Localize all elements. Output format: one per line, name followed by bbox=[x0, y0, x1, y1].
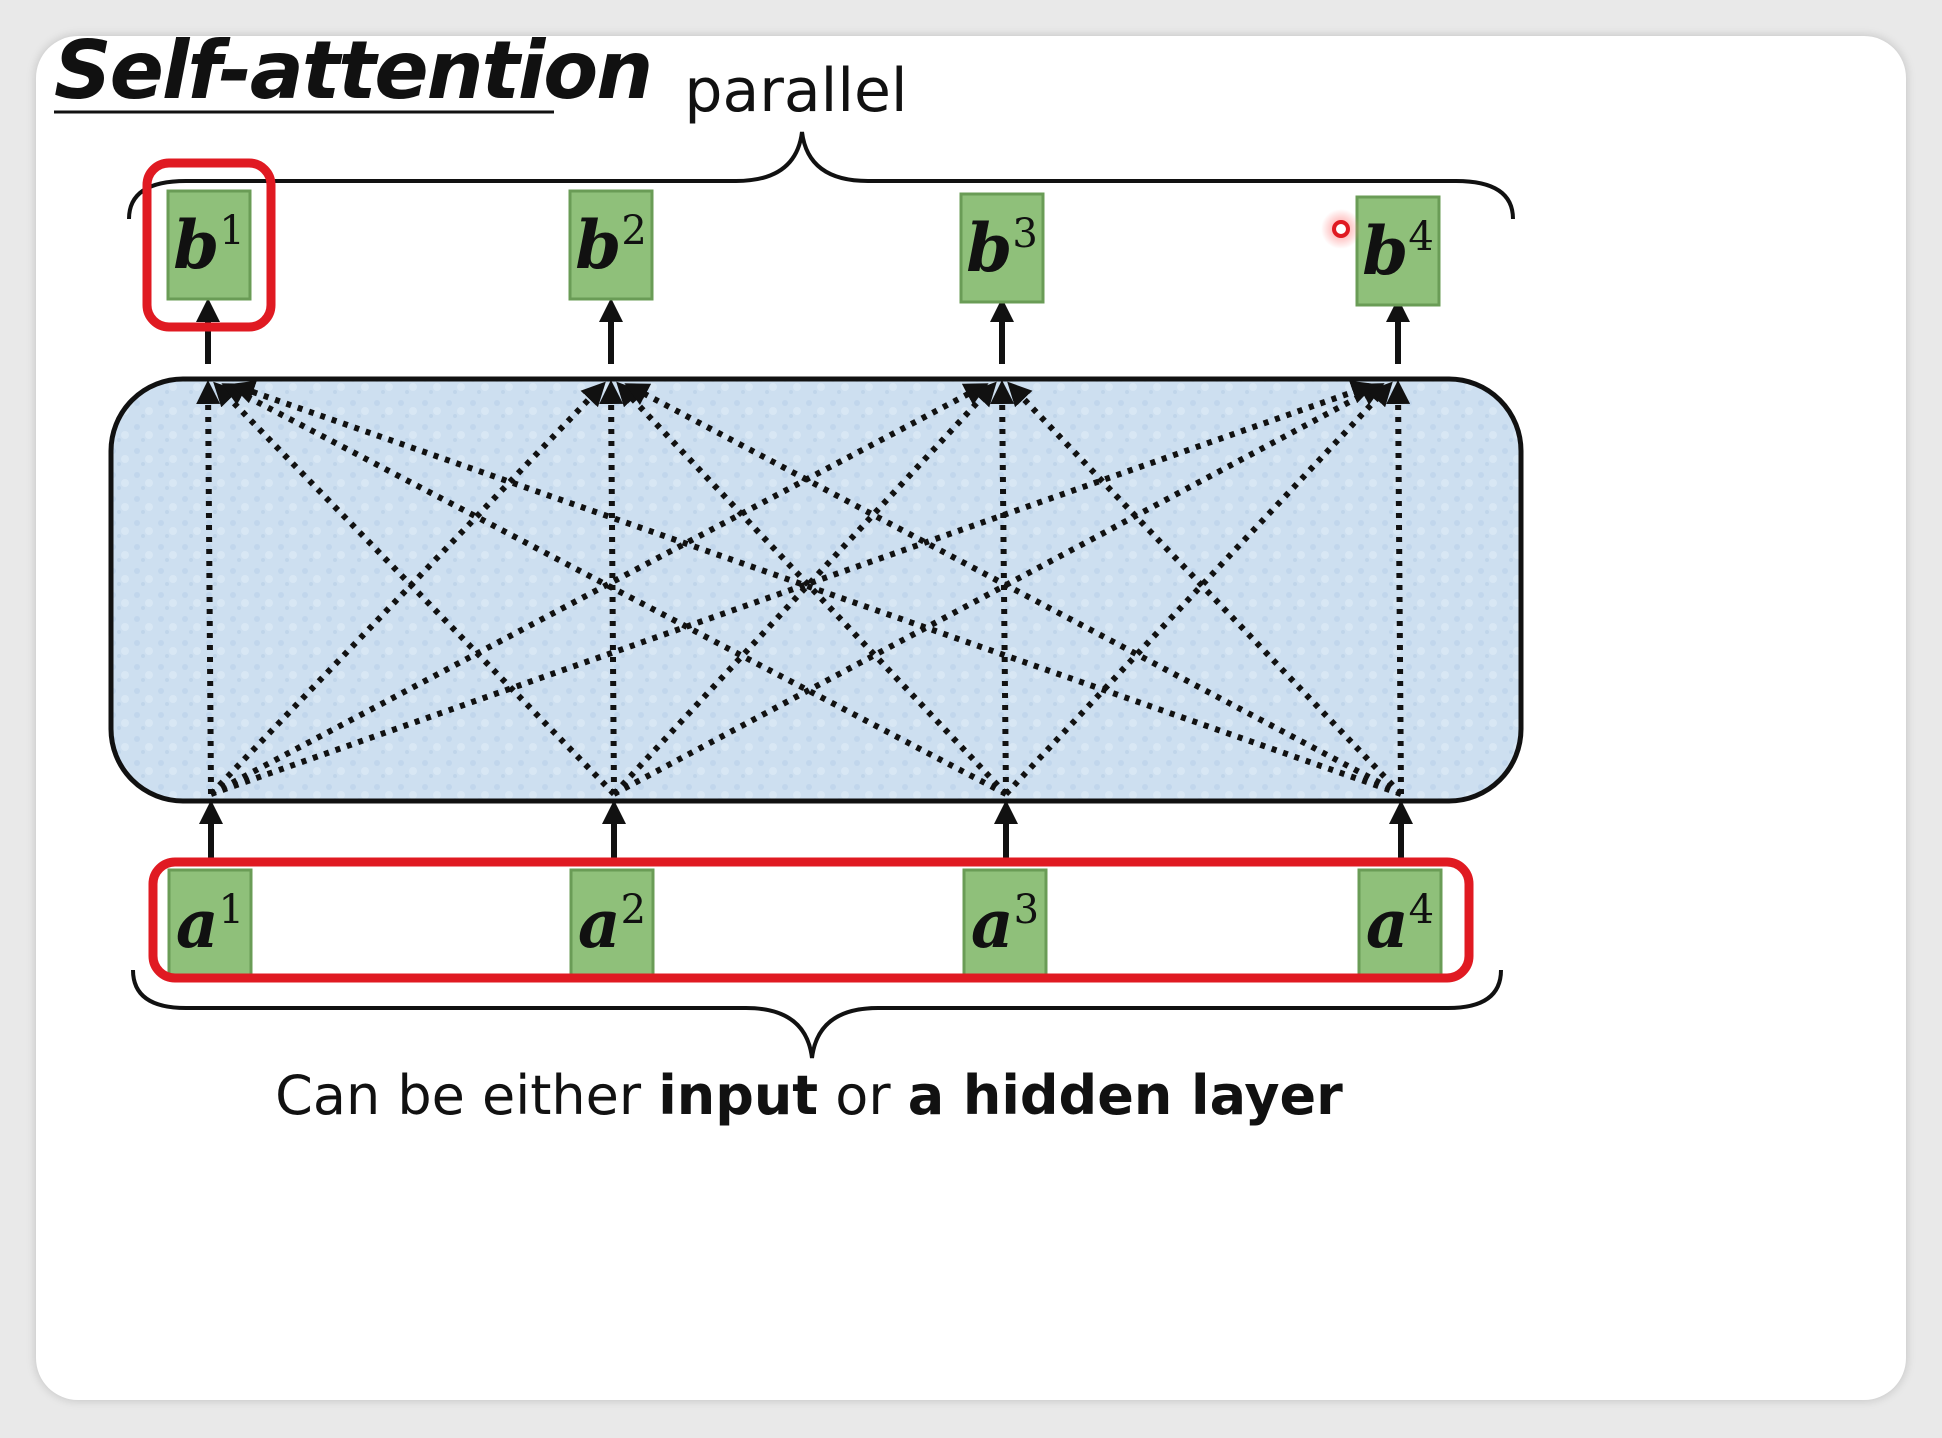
input-vector-a3: a3 bbox=[962, 868, 1048, 980]
svg-text:a1: a1 bbox=[176, 885, 244, 963]
connection-a2-b2 bbox=[599, 380, 624, 795]
laser-pointer-dot-icon bbox=[1321, 209, 1361, 249]
connection-a2-b3 bbox=[611, 381, 997, 797]
input-arrows bbox=[199, 800, 1413, 859]
connection-a1-b1 bbox=[196, 380, 221, 795]
bottom-brace bbox=[131, 969, 1503, 1059]
slide-title: Self-attention bbox=[54, 36, 651, 117]
caption-part-1: Can be either bbox=[275, 1064, 658, 1127]
connection-a1-b3 bbox=[209, 383, 989, 797]
svg-text:a3: a3 bbox=[971, 885, 1039, 963]
caption-part-3: or bbox=[818, 1064, 908, 1127]
output-b1-index: 1 bbox=[219, 208, 244, 254]
input-a4-index: 4 bbox=[1409, 887, 1434, 933]
output-b4-letter: b bbox=[1362, 212, 1408, 290]
input-vector-a4: a4 bbox=[1357, 868, 1443, 980]
input-a1-letter: a bbox=[176, 885, 219, 963]
connection-a3-b4 bbox=[1003, 381, 1393, 797]
slide: Self-attention parallel b1 b2 b3 b4 bbox=[36, 36, 1906, 1400]
output-b2-index: 2 bbox=[621, 208, 646, 254]
bottom-caption: Can be either input or a hidden layer bbox=[275, 1064, 1343, 1127]
connection-a4-b4 bbox=[1386, 380, 1411, 795]
top-brace bbox=[127, 131, 1515, 220]
output-b4-index: 4 bbox=[1408, 214, 1433, 260]
connection-a3-b1 bbox=[221, 383, 1008, 797]
connection-a2-b4 bbox=[612, 383, 1385, 797]
inputs-highlight-box bbox=[148, 857, 1474, 983]
output-vector-b4: b4 bbox=[1355, 195, 1441, 307]
input-a1-index: 1 bbox=[219, 887, 244, 933]
connection-a4-b3 bbox=[1007, 381, 1404, 797]
svg-text:a2: a2 bbox=[578, 885, 646, 963]
svg-text:b1: b1 bbox=[173, 206, 245, 284]
output-vector-b2: b2 bbox=[568, 189, 654, 301]
caption-input: input bbox=[658, 1064, 818, 1127]
output-vector-b1: b1 bbox=[166, 189, 252, 301]
input-a3-letter: a bbox=[971, 885, 1014, 963]
connection-a4-b1 bbox=[230, 380, 1402, 797]
output-b2-letter: b bbox=[575, 206, 621, 284]
input-a3-index: 3 bbox=[1014, 887, 1039, 933]
input-vector-a1: a1 bbox=[167, 868, 253, 980]
connection-a3-b2 bbox=[616, 381, 1009, 797]
attention-connections bbox=[196, 380, 1411, 797]
svg-text:b3: b3 bbox=[966, 209, 1038, 287]
svg-text:b4: b4 bbox=[1362, 212, 1434, 290]
output-b3-index: 3 bbox=[1012, 211, 1037, 257]
input-vector-a2: a2 bbox=[569, 868, 655, 980]
input-a2-index: 2 bbox=[621, 887, 646, 933]
connection-a3-b3 bbox=[990, 380, 1015, 795]
connection-a1-b2 bbox=[208, 381, 606, 797]
output-arrows bbox=[196, 298, 1410, 364]
self-attention-diagram: Self-attention parallel b1 b2 b3 b4 bbox=[54, 36, 1524, 1127]
output-b3-letter: b bbox=[966, 209, 1012, 287]
connection-a1-b4 bbox=[210, 380, 1376, 797]
svg-text:b2: b2 bbox=[575, 206, 647, 284]
output-vector-b3: b3 bbox=[959, 192, 1045, 304]
caption-hidden-layer: a hidden layer bbox=[908, 1064, 1343, 1127]
input-a2-letter: a bbox=[578, 885, 621, 963]
output-b1-letter: b bbox=[173, 206, 219, 284]
parallel-label: parallel bbox=[684, 56, 907, 126]
input-a4-letter: a bbox=[1366, 885, 1409, 963]
b1-highlight-box bbox=[142, 158, 276, 332]
svg-text:a4: a4 bbox=[1366, 885, 1434, 963]
connection-a4-b2 bbox=[624, 383, 1403, 797]
